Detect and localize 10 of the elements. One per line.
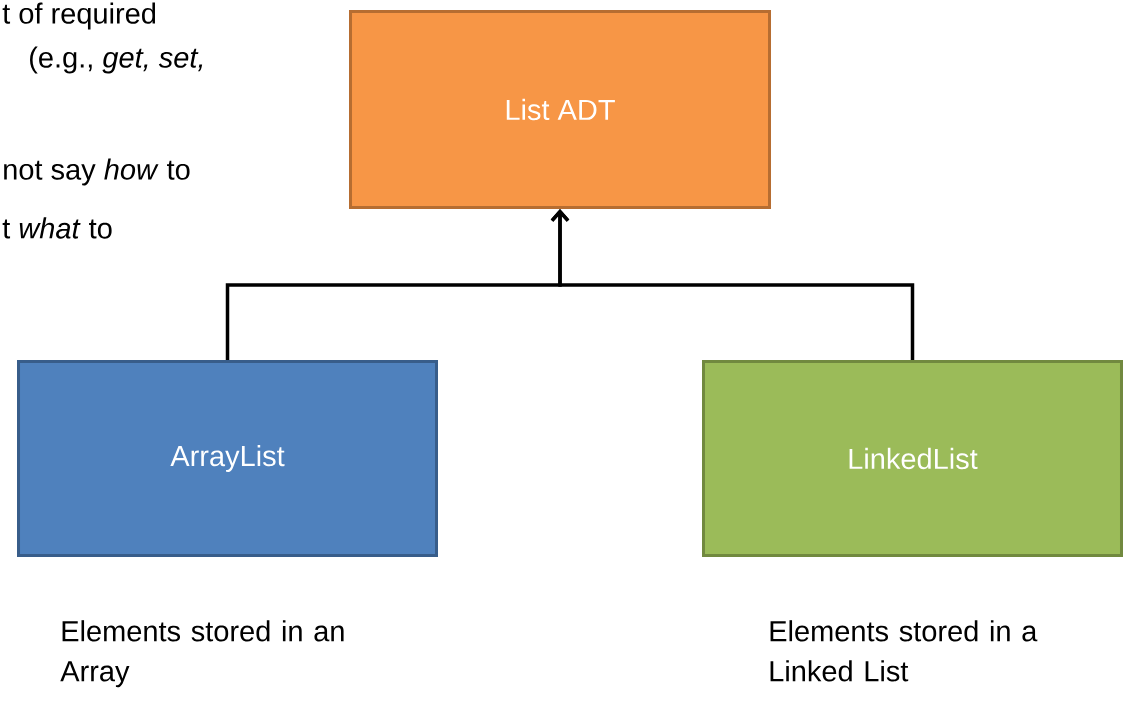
caption-text: Elements stored in an Array [60,620,344,688]
class-box: LinkedList [702,360,1123,557]
class-box: ArrayList [17,360,438,557]
class-box: List ADT [349,10,771,209]
note-text: (e.g., get, set, [30,46,203,74]
note-text: not say how to [4,158,190,186]
note-text: t what to [2,217,112,239]
arrow [550,209,915,360]
caption-text: Elements stored in a Linked List [770,620,1038,682]
note-text: t of required [2,2,156,30]
